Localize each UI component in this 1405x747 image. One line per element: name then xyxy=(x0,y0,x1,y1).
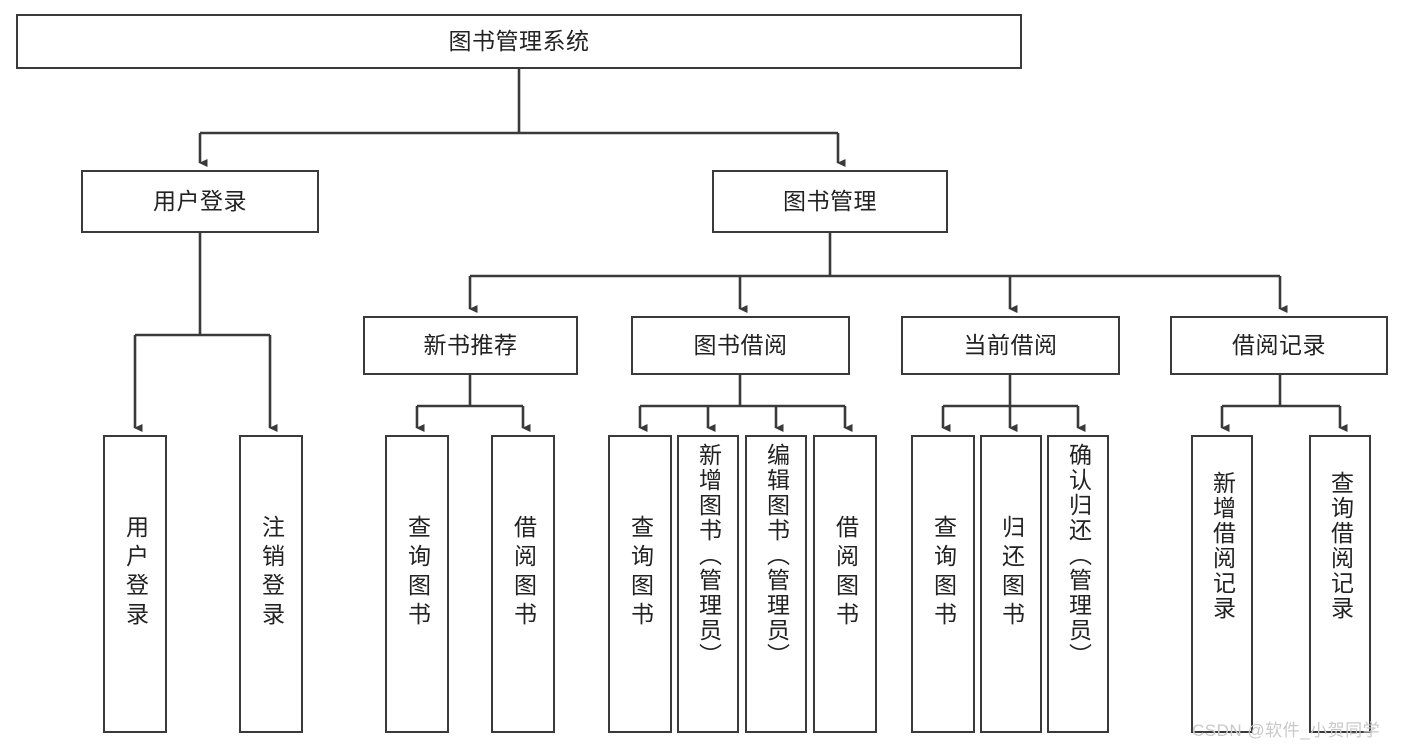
node-label: 图书借阅 xyxy=(693,331,788,358)
node-label: 查询借阅记录 xyxy=(1327,471,1354,621)
node-label: 用户登录 xyxy=(153,187,247,214)
node-label: 编辑图书（管理员） xyxy=(763,443,790,668)
node-label: 借阅记录 xyxy=(1232,331,1326,358)
node-label: 借阅图书 xyxy=(832,515,859,631)
leaf-edit-book-admin[interactable]: 编辑图书（管理员） xyxy=(745,435,807,733)
leaf-borrow-book[interactable]: 借阅图书 xyxy=(813,435,877,733)
leaf-borrow-book-recommend[interactable]: 借阅图书 xyxy=(491,435,555,733)
leaf-query-book-borrow[interactable]: 查询图书 xyxy=(608,435,672,733)
leaf-logout[interactable]: 注销登录 xyxy=(239,435,303,733)
leaf-query-book-recommend[interactable]: 查询图书 xyxy=(385,435,449,733)
node-label: 确认归还（管理员） xyxy=(1065,443,1092,668)
leaf-return-book[interactable]: 归还图书 xyxy=(980,435,1042,733)
leaf-query-book-current[interactable]: 查询图书 xyxy=(911,435,975,733)
node-label: 用户登录 xyxy=(122,515,149,631)
node-label: 新增图书（管理员） xyxy=(695,443,722,668)
node-borrow-record[interactable]: 借阅记录 xyxy=(1170,316,1388,375)
node-label: 新书推荐 xyxy=(423,331,518,358)
node-label: 图书管理系统 xyxy=(448,27,590,54)
node-label: 归还图书 xyxy=(998,515,1025,631)
leaf-query-borrow-record[interactable]: 查询借阅记录 xyxy=(1309,435,1371,733)
node-user-login[interactable]: 用户登录 xyxy=(81,170,319,233)
node-label: 查询图书 xyxy=(404,515,431,631)
leaf-add-book-admin[interactable]: 新增图书（管理员） xyxy=(677,435,739,733)
node-label: 新增借阅记录 xyxy=(1209,471,1236,621)
leaf-add-borrow-record[interactable]: 新增借阅记录 xyxy=(1191,435,1253,733)
node-label: 图书管理 xyxy=(783,187,877,214)
node-label: 查询图书 xyxy=(627,515,654,631)
node-label: 注销登录 xyxy=(258,515,285,631)
node-current-borrow[interactable]: 当前借阅 xyxy=(901,316,1120,375)
leaf-confirm-return-admin[interactable]: 确认归还（管理员） xyxy=(1047,435,1109,733)
node-label: 借阅图书 xyxy=(510,515,537,631)
csdn-watermark: CSDN @软件_小贺同学 xyxy=(1192,721,1381,740)
node-label: 查询图书 xyxy=(930,515,957,631)
leaf-user-login[interactable]: 用户登录 xyxy=(103,435,167,733)
node-root-system[interactable]: 图书管理系统 xyxy=(16,14,1022,69)
node-new-book-recommend[interactable]: 新书推荐 xyxy=(363,316,578,375)
node-book-management[interactable]: 图书管理 xyxy=(712,170,948,233)
node-label: 当前借阅 xyxy=(963,331,1058,358)
node-book-borrow[interactable]: 图书借阅 xyxy=(631,316,850,375)
